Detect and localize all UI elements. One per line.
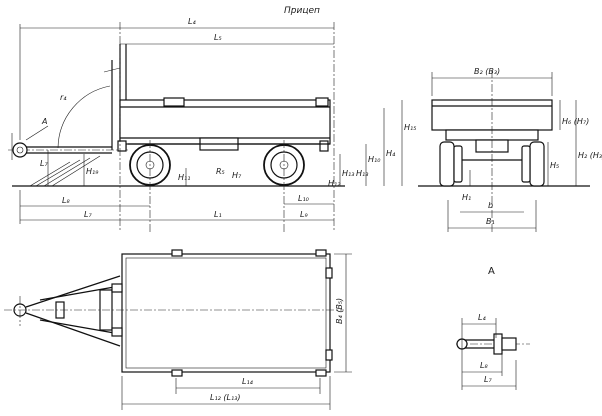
- detail-view-A: A L₄ L₈ L₇: [456, 266, 530, 390]
- svg-text:R₅: R₅: [216, 167, 225, 176]
- tow-eye-inner: [16, 146, 24, 154]
- svg-text:H₁₅: H₁₅: [404, 123, 416, 132]
- plan-view: L₁₄ L₁₂ (L₁₃) B₄ (B₅): [4, 249, 352, 410]
- trailer-body-plan: [121, 253, 331, 373]
- view-label-A: A: [41, 117, 47, 126]
- tow-eye: [12, 142, 28, 158]
- svg-text:B₁: B₁: [486, 217, 495, 226]
- svg-text:L₈: L₈: [480, 361, 488, 370]
- svg-text:L₁: L₁: [214, 210, 222, 219]
- svg-text:L₇: L₇: [484, 375, 492, 384]
- front-view: B₂ (B₃) b B₁ H₆ (H₇) H₅ H₂ (H₃) H₁: [418, 67, 602, 232]
- svg-text:H₆ (H₇): H₆ (H₇): [562, 117, 589, 126]
- svg-text:L₁₀: L₁₀: [298, 194, 310, 203]
- ramp-hatch: [29, 155, 101, 187]
- svg-text:r₄: r₄: [60, 93, 67, 102]
- svg-text:L₇: L₇: [84, 210, 92, 219]
- svg-text:L₇: L₇: [40, 159, 48, 168]
- svg-text:L₈: L₈: [62, 196, 70, 205]
- svg-text:H₂ (H₃): H₂ (H₃): [578, 151, 602, 160]
- svg-text:H₇: H₇: [232, 171, 242, 180]
- svg-text:H₁: H₁: [462, 193, 471, 202]
- svg-text:H₁₁: H₁₁: [178, 173, 190, 182]
- svg-text:H₁₀: H₁₀: [368, 155, 381, 164]
- svg-text:H₅: H₅: [550, 161, 559, 170]
- svg-text:b: b: [488, 201, 493, 210]
- svg-text:B₂ (B₃): B₂ (B₃): [474, 67, 500, 76]
- svg-text:L₄: L₄: [188, 17, 196, 26]
- svg-text:H₁₃: H₁₃: [342, 169, 354, 178]
- svg-text:L₉: L₉: [300, 210, 308, 219]
- svg-text:L₁₄: L₁₄: [242, 377, 254, 386]
- svg-text:H₄: H₄: [386, 149, 396, 158]
- swing-arc: [57, 85, 111, 149]
- detail-label-A: A: [488, 266, 495, 277]
- drawing-title: Прицеп: [284, 6, 320, 16]
- svg-text:L₅: L₅: [214, 33, 222, 42]
- svg-text:L₄: L₄: [478, 313, 486, 322]
- svg-text:H₁₃: H₁₃: [356, 169, 368, 178]
- side-view: A r₄ L₄: [8, 17, 416, 232]
- svg-text:B₄ (B₅): B₄ (B₅): [335, 298, 344, 324]
- svg-text:H₁₉: H₁₉: [86, 167, 99, 176]
- svg-text:H₁₂: H₁₂: [328, 179, 341, 188]
- svg-text:L₁₂ (L₁₃): L₁₂ (L₁₃): [210, 393, 241, 402]
